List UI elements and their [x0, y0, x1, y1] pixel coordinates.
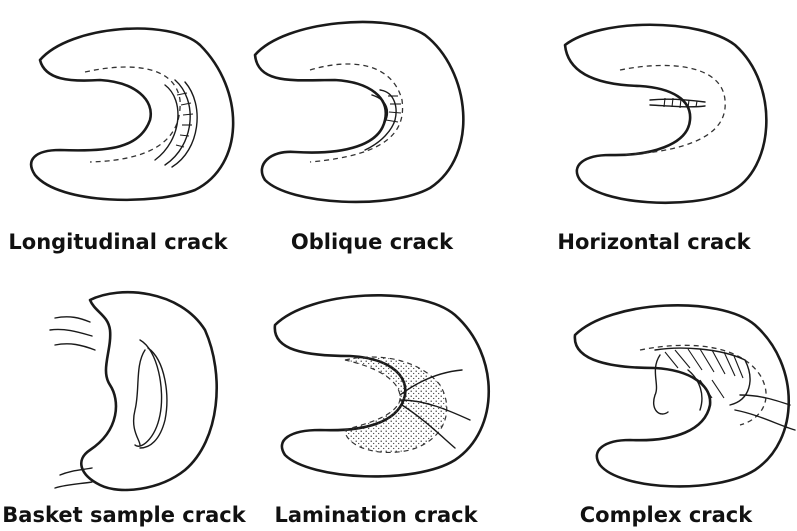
caption-basket-sample-crack: Basket sample crack: [2, 503, 245, 527]
horizontal-crack-drawing: [565, 25, 766, 203]
longitudinal-crack-drawing: [31, 29, 233, 200]
caption-complex-crack: Complex crack: [580, 503, 752, 527]
basket-sample-crack-drawing: [50, 292, 217, 490]
oblique-crack-drawing: [255, 22, 463, 202]
caption-longitudinal-crack: Longitudinal crack: [8, 230, 227, 254]
complex-crack-drawing: [575, 305, 795, 486]
caption-oblique-crack: Oblique crack: [291, 230, 453, 254]
caption-lamination-crack: Lamination crack: [274, 503, 477, 527]
lamination-crack-drawing: [275, 295, 489, 476]
caption-horizontal-crack: Horizontal crack: [557, 230, 750, 254]
